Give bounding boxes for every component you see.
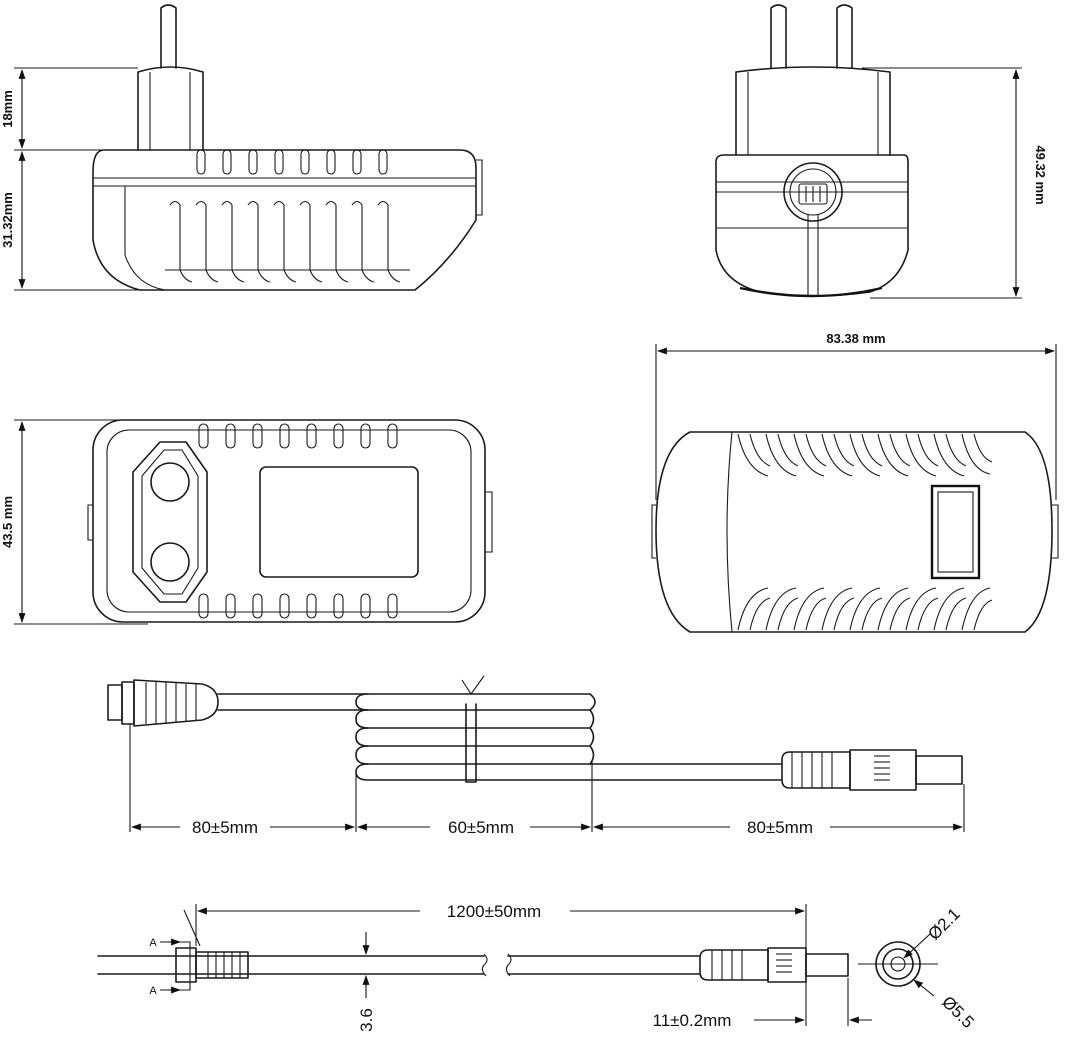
front-housing <box>715 154 909 297</box>
layout-right-plug-handle <box>699 949 769 981</box>
inner-diameter-label: Ø2.1 <box>924 904 963 943</box>
front-dc-socket-outer <box>783 162 843 222</box>
socket-hole-outline <box>132 441 208 603</box>
layout-right-plug-body <box>767 947 807 983</box>
side-top-vents <box>196 149 388 175</box>
bottom-view: 83.38 mm <box>651 331 1059 633</box>
coil-left-segment-label: 80±5mm <box>192 818 258 837</box>
side-prong <box>160 4 177 69</box>
top-vents-lower <box>198 593 398 619</box>
socket-pin-hole-top <box>150 462 190 502</box>
outer-diameter-label: Ø5.5 <box>938 992 977 1031</box>
length-label: 83.38 mm <box>826 331 885 346</box>
plug-height-label: 18mm <box>0 90 15 128</box>
width-label: 43.5 mm <box>0 496 15 548</box>
side-plug-base <box>137 66 204 151</box>
body-height-label: 31.32mm <box>0 192 15 248</box>
bottom-label-window <box>930 484 981 580</box>
layout-right-plug-tip <box>805 953 849 977</box>
cable-tie <box>465 703 477 783</box>
cable-coil-view: 80±5mm 60±5mm 80±5mm <box>107 675 965 837</box>
top-view: 43.5 mm <box>0 419 493 625</box>
top-vents-upper <box>198 423 398 449</box>
socket-pin-hole-bottom <box>150 542 190 582</box>
front-view: 49.32 mm <box>715 4 1048 299</box>
top-housing-outer <box>92 419 486 623</box>
section-marker-top: A <box>149 937 157 949</box>
section-marker-bottom: A <box>149 985 157 997</box>
side-housing <box>92 149 477 291</box>
coil-left-strain-relief <box>133 679 219 727</box>
side-view: 18mm 31.32mm <box>0 4 483 291</box>
label-area <box>259 466 419 578</box>
coil-right-segment-label: 80±5mm <box>747 818 813 837</box>
coil-right-plug-body <box>849 749 917 791</box>
front-plug-base <box>735 66 891 156</box>
cable-layout-view: A A Ø2.1 Ø5.5 1200±50mm <box>97 902 978 1032</box>
layout-left-connector <box>175 947 197 983</box>
front-prong-left <box>770 4 787 69</box>
cable-diameter-label: 3.6 <box>357 1008 376 1032</box>
plug-length-label: 11±0.2mm <box>653 1011 732 1030</box>
coil-left-connector <box>121 681 135 725</box>
front-prong-right <box>836 4 853 69</box>
layout-left-strain-relief <box>195 951 249 979</box>
coil-right-plug-tip <box>915 755 963 785</box>
total-length-label: 1200±50mm <box>447 902 541 921</box>
front-dc-socket-inner <box>798 183 828 205</box>
total-height-label: 49.32 mm <box>1033 145 1048 204</box>
bottom-vents-upper <box>737 433 993 477</box>
side-long-vents <box>165 200 410 283</box>
coil-loops <box>355 693 783 781</box>
bottom-vents-lower <box>737 587 993 631</box>
bottom-housing <box>655 431 1053 633</box>
coil-middle-segment-label: 60±5mm <box>448 818 514 837</box>
